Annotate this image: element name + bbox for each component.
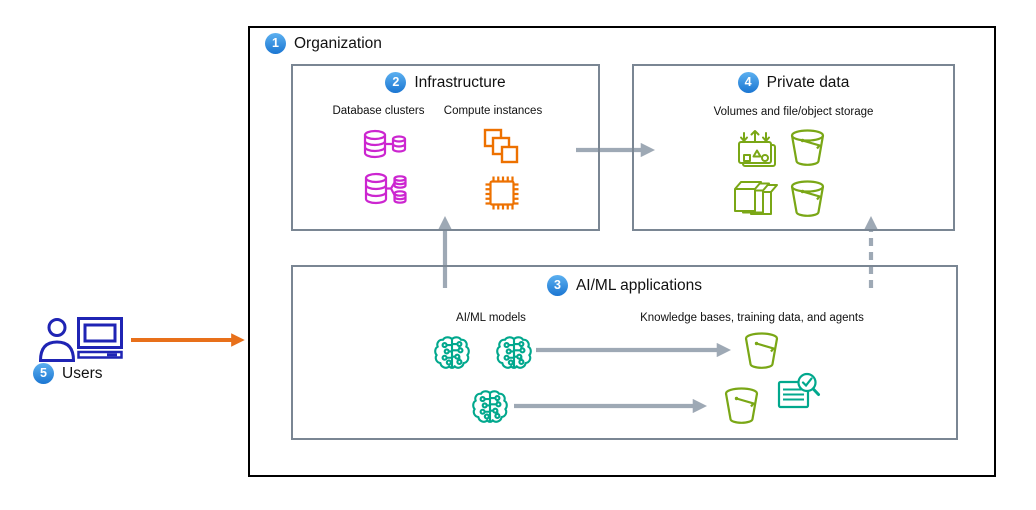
- infrastructure-title: 2 Infrastructure: [291, 72, 600, 93]
- private-data-box: [632, 64, 955, 231]
- step-badge-2: 2: [385, 72, 407, 93]
- aiml-models-label: AI/ML models: [456, 312, 526, 324]
- organization-title: 1 Organization: [265, 33, 382, 54]
- users-title: 5 Users: [33, 363, 102, 384]
- step-badge-5: 5: [33, 363, 54, 384]
- step-badge-3: 3: [546, 275, 568, 296]
- aiml-applications-box: [291, 265, 958, 440]
- volumes-icon: [734, 181, 778, 217]
- knowledge-bases-label: Knowledge bases, training data, and agen…: [640, 312, 864, 324]
- step-badge-1: 1: [265, 33, 286, 54]
- users-label: Users: [62, 365, 103, 382]
- private-data-label: Private data: [766, 74, 850, 91]
- compute-instances-icon: [482, 127, 520, 165]
- organization-label: Organization: [294, 35, 382, 52]
- processor-chip-icon: [482, 173, 522, 213]
- aiml-title: 3 AI/ML applications: [291, 275, 958, 296]
- ml-brain-icon: [495, 335, 533, 371]
- infrastructure-box: [291, 64, 600, 231]
- document-scan-icon: [777, 370, 821, 412]
- storage-bucket-icon: [723, 387, 760, 425]
- ml-brain-icon: [433, 335, 471, 371]
- database-replica-icon: [361, 128, 407, 160]
- storage-bucket-icon: [789, 180, 826, 218]
- step-badge-4: 4: [737, 72, 759, 93]
- database-clusters-label: Database clusters: [332, 105, 425, 117]
- ml-brain-icon: [471, 389, 509, 425]
- backup-restore-icon: [734, 128, 778, 168]
- infrastructure-label: Infrastructure: [414, 74, 506, 91]
- storage-bucket-icon: [743, 332, 780, 370]
- database-cluster-icon: [362, 172, 408, 206]
- storage-bucket-icon: [789, 129, 826, 167]
- compute-instances-label: Compute instances: [443, 105, 543, 117]
- computer-icon: [77, 317, 123, 359]
- aiml-label: AI/ML applications: [575, 277, 703, 294]
- organization-box: [248, 26, 996, 477]
- person-icon: [38, 316, 76, 362]
- private-data-subtitle: Volumes and file/object storage: [713, 106, 874, 118]
- private-data-title: 4 Private data: [632, 72, 955, 93]
